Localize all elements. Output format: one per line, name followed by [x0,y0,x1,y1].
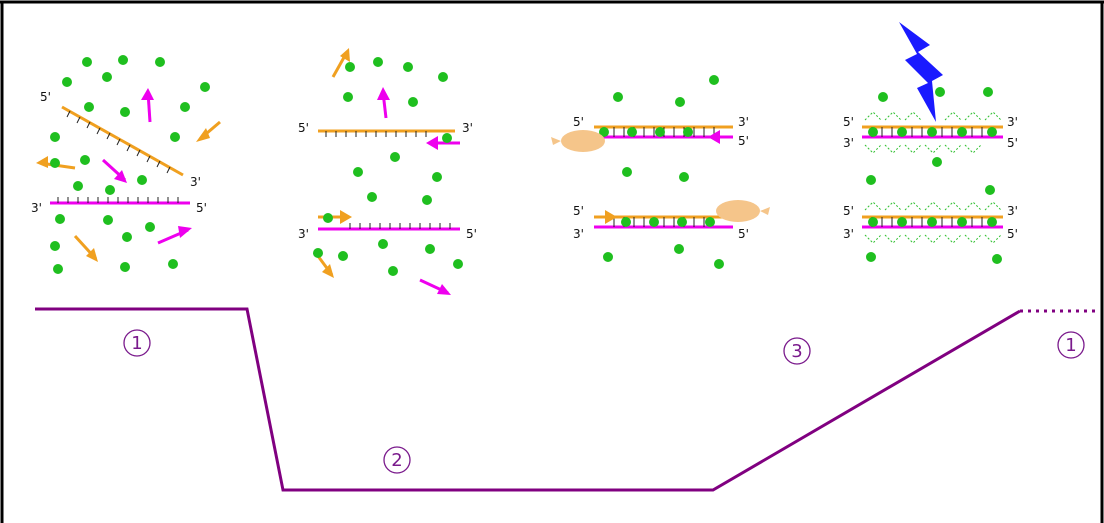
strand-5-label: 5' [573,204,584,218]
strand-5-label: 5' [1007,136,1018,150]
primer-magenta [419,278,451,295]
step-3-label: 3 [791,341,802,362]
primer-orange [331,48,350,78]
strand-3-label: 3' [190,175,201,189]
primer-magenta [141,88,154,123]
panel-denaturation: 5' 3' 3' 5' [31,55,221,274]
primer-orange [73,234,98,262]
strand-3-label: 3' [1007,204,1018,218]
lightning-icon [899,22,943,122]
step-1-label: 1 [131,333,142,354]
dye-molecules [603,75,724,269]
dye-molecules [866,87,1002,264]
strand-3-label: 3' [843,136,854,150]
primer-magenta [377,87,390,119]
strand-3-label: 3' [573,227,584,241]
strand-5-label: 5' [738,227,749,241]
strand-3-label: 3' [31,201,42,215]
strand-5-label: 5' [298,121,309,135]
step-marker-3: 3 [783,337,811,365]
polymerase-icon [551,130,605,152]
strand-3-label: 3' [1007,115,1018,129]
primer-magenta [101,158,127,183]
panel-annealing: 5' 3' 3' 5' [298,48,477,295]
strand-5-label: 5' [843,204,854,218]
temperature-profile [35,307,1100,492]
strand-5-label: 5' [1007,227,1018,241]
dye-molecules [313,57,463,276]
strand-3-label: 3' [298,227,309,241]
step-marker-4: 1 [1057,331,1085,359]
panel-fluorescence: 5' 3' 3' 5' 5' 3' 3' 5' [843,22,1018,264]
strand-5-label: 5' [738,134,749,148]
strand-3-label: 3' [738,115,749,129]
primer-magenta [157,226,192,245]
step-2-label: 2 [391,450,402,471]
dye-molecules [50,55,210,274]
step-marker-1: 1 [123,329,151,357]
strand-5-label: 5' [466,227,477,241]
step-marker-2: 2 [383,446,411,474]
panel-extension: 5' 3' 5' 5' 3' 5' [551,75,770,269]
step-4-label: 1 [1065,335,1076,356]
polymerase-icon [716,200,770,222]
primer-orange [196,120,221,142]
strand-5-label: 5' [843,115,854,129]
strand-5-label: 5' [196,201,207,215]
strand-5-label: 5' [40,90,51,104]
strand-5-label: 5' [573,115,584,129]
strand-3-label: 3' [462,121,473,135]
strand-3-label: 3' [843,227,854,241]
